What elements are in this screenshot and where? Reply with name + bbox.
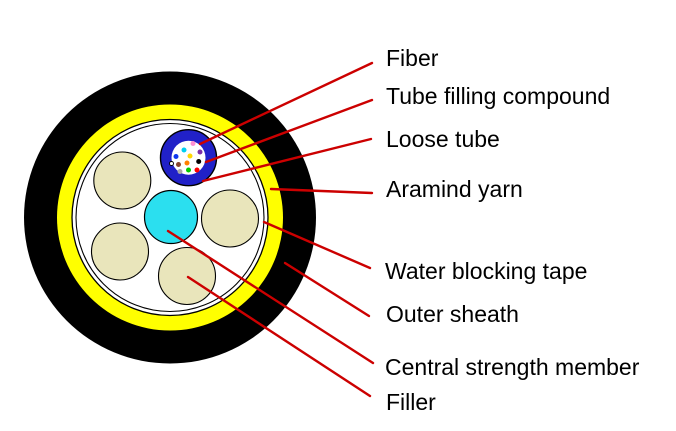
fiber-dot [197, 149, 203, 155]
fiber-dot [196, 159, 202, 164]
filler-circle-bottom [157, 246, 217, 306]
filler-circle-top-left [93, 151, 152, 210]
label-water-blocking-tape: Water blocking tape [385, 258, 588, 284]
fiber-dot [177, 169, 183, 174]
leader-line-tube-filling-compound [204, 98, 374, 164]
label-loose-tube: Loose tube [386, 126, 500, 152]
leader-lines-group [166, 61, 375, 398]
label-outer-sheath: Outer sheath [386, 301, 519, 327]
fiber-dot [184, 160, 190, 166]
fiber-dot [190, 141, 196, 146]
label-filler: Filler [386, 389, 436, 415]
label-central-strength-member: Central strength member [385, 354, 640, 380]
fiber-dot [181, 147, 187, 153]
fiber-dot [173, 154, 179, 159]
fiber-dot [176, 162, 181, 167]
central-strength-member-circle [143, 189, 199, 245]
leader-line-central-strength-member [166, 229, 375, 365]
fiber-dots-group [169, 141, 203, 174]
leader-line-loose-tube [201, 137, 373, 183]
fiber-dot [194, 167, 200, 173]
label-fiber: Fiber [386, 45, 439, 71]
filler-circle-right [200, 189, 260, 248]
leader-line-aramind-yarn [269, 187, 374, 195]
label-aramind-yarn: Aramind yarn [386, 176, 523, 202]
leader-line-water-blocking-tape [262, 220, 372, 270]
leader-line-fiber [198, 61, 374, 146]
leader-line-outer-sheath [283, 261, 371, 318]
fiber-dot [186, 167, 191, 173]
label-tube-filling-compound: Tube filling compound [386, 83, 611, 109]
fiber-dot [187, 153, 193, 159]
fiber-dot [169, 161, 174, 166]
filler-circle-bottom-left [90, 222, 150, 281]
leader-line-filler [186, 275, 372, 398]
